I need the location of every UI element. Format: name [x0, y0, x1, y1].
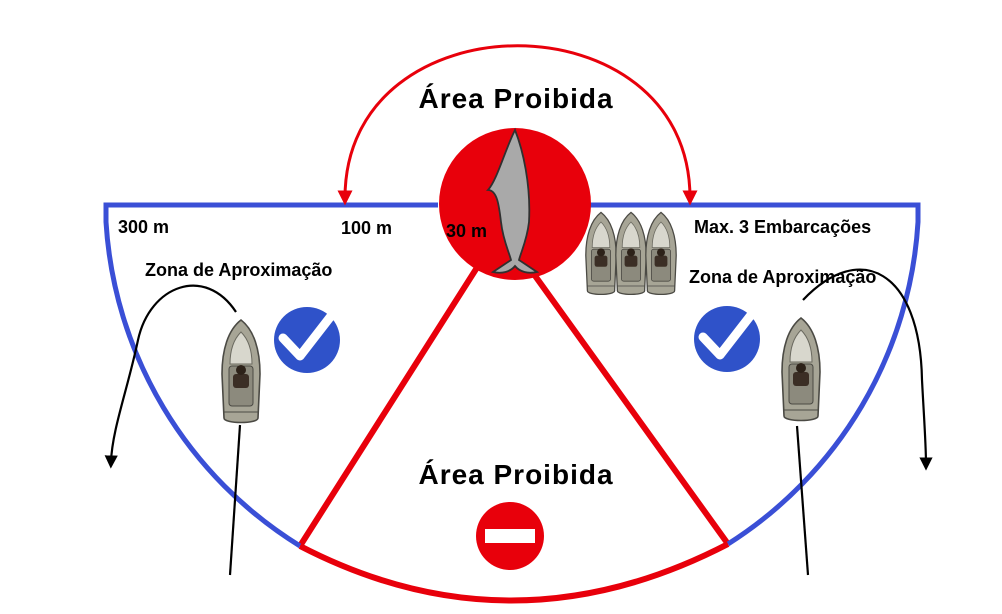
bottom-area-label: Área Proibida: [418, 459, 613, 490]
forbidden-bottom-arc: [298, 541, 730, 604]
outer-boundary-left: [103, 202, 438, 549]
boat-icon: [585, 211, 617, 296]
top-area-label: Área Proibida: [418, 83, 613, 114]
zone-left-label: Zona de Aproximação: [145, 260, 332, 280]
boat-icon: [781, 317, 821, 422]
no-entry-icon: [476, 502, 544, 570]
distance-100-label: 100 m: [341, 218, 392, 238]
approach-line-right: [795, 425, 810, 576]
distance-30-label: 30 m: [446, 221, 487, 241]
zone-right-label: Zona de Aproximação: [689, 267, 876, 287]
outer-boundary-right: [588, 202, 921, 547]
check-badge-icon: [274, 307, 340, 373]
boat-icon: [221, 319, 261, 424]
dolphin-icon: [485, 127, 540, 274]
approach-line-left: [228, 424, 242, 576]
check-badge-icon: [694, 306, 760, 372]
forbidden-arc-arrow: [337, 44, 698, 206]
distance-300-label: 300 m: [118, 217, 169, 237]
approach-arrow-right: [802, 268, 933, 471]
boat-icon: [645, 211, 677, 296]
max-boats-label: Max. 3 Embarcações: [694, 217, 871, 237]
approach-arrow-left: [104, 284, 237, 469]
boat-icon: [615, 211, 647, 296]
